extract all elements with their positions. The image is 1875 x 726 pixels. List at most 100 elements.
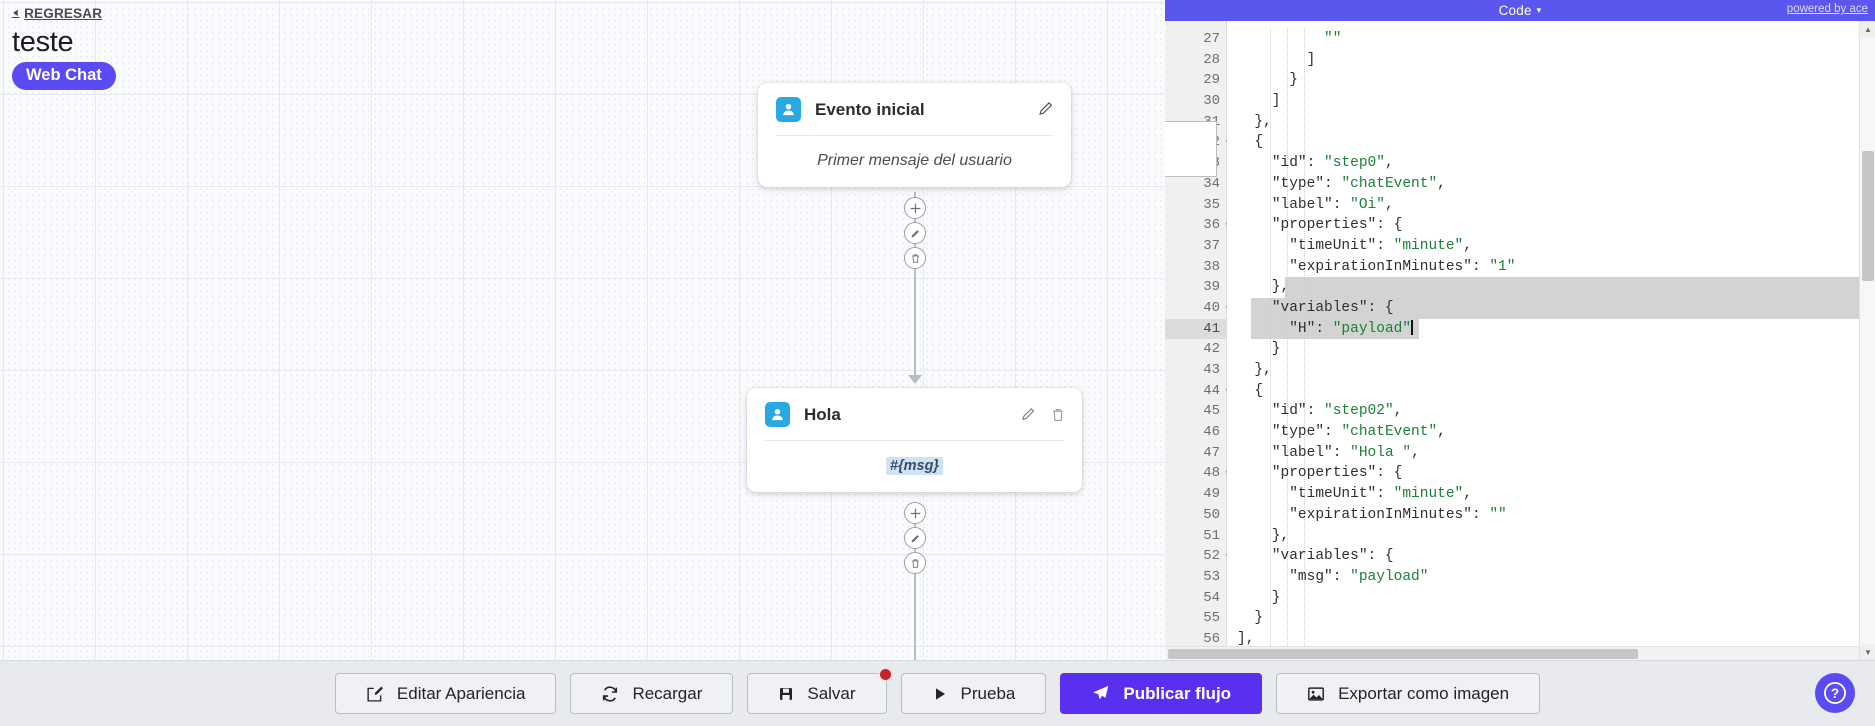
line-number[interactable]: 45 [1203,403,1220,420]
line-number[interactable]: 27 [1203,31,1220,47]
line-number[interactable]: 44▾ [1165,381,1230,402]
add-step-button-2[interactable] [904,502,926,524]
flow-node-hola[interactable]: Hola #{msg} [747,388,1082,492]
line-number[interactable]: 54 [1203,589,1220,606]
delete-connection-button-2[interactable] [904,552,926,574]
code-line[interactable]: }, [1237,113,1272,130]
code-line[interactable]: "timeUnit": "minute", [1289,486,1472,503]
edit-icon[interactable] [1021,407,1037,423]
code-line[interactable]: "id": "step0", [1271,155,1394,172]
line-number[interactable]: 47 [1203,444,1220,461]
code-line[interactable]: } [1237,341,1281,358]
code-line[interactable]: "" [1324,31,1342,47]
line-number[interactable]: 37 [1203,237,1220,254]
code-line[interactable]: "properties": { [1271,465,1403,482]
code-line[interactable]: "type": "chatEvent", [1271,175,1446,192]
code-editor-panel[interactable]: Code ▾ powered by ace 272829303132▾33343… [1165,0,1875,660]
code-line[interactable]: "label": "Hola ", [1271,444,1420,461]
code-line[interactable]: "expirationInMinutes": "" [1289,506,1507,523]
line-number[interactable]: 41 [1165,318,1226,340]
line-number[interactable]: 55 [1203,610,1220,627]
scroll-up-arrow[interactable]: ▲ [1860,21,1875,37]
trash-icon[interactable] [1050,407,1066,423]
line-number[interactable]: 28 [1203,51,1220,68]
delete-connection-button[interactable] [904,247,926,269]
code-line[interactable]: "timeUnit": "minute", [1289,237,1472,254]
code-line[interactable]: } [1237,72,1298,89]
code-line[interactable]: "label": "Oi", [1271,196,1394,213]
line-number[interactable]: 36▾ [1165,215,1230,236]
line-number[interactable]: 40▾ [1165,298,1230,319]
connector-actions-2[interactable] [904,502,926,574]
code-line[interactable]: ] [1237,93,1281,110]
code-line[interactable]: "properties": { [1271,217,1403,234]
code-line[interactable]: "id": "step02", [1271,403,1403,420]
code-line[interactable]: { [1237,134,1264,151]
code-line[interactable]: }, [1237,279,1290,296]
trash-icon [911,253,919,263]
toolbar-button-salvar[interactable]: Salvar [747,668,892,714]
line-number[interactable]: 46 [1203,424,1220,441]
toolbar-button-publicar-flujo[interactable]: Publicar flujo [1060,673,1263,714]
code-line[interactable]: "msg": "payload" [1289,568,1429,585]
code-line[interactable]: "variables": { [1271,548,1394,565]
toolbar-button-label: Recargar [632,683,703,703]
node-body: #{msg} [747,441,1082,492]
code-mode-selector[interactable]: Code ▾ [1499,3,1542,18]
line-number[interactable]: 48▾ [1165,463,1230,484]
code-line[interactable]: "variables": { [1271,299,1394,316]
toolbar-button-recargar[interactable]: Recargar [570,673,734,714]
editor-vertical-scrollbar[interactable]: ▲ ▼ [1859,21,1875,660]
line-number[interactable]: 39 [1203,279,1220,296]
node-title: Evento inicial [815,99,925,119]
line-number[interactable]: 51 [1203,527,1220,544]
flow-node-evento-inicial[interactable]: Evento inicial Primer mensaje del usuari… [758,83,1071,187]
editor-horizontal-scrollbar[interactable] [1165,646,1859,660]
code-fold-widget[interactable]: ❯ [1165,121,1217,177]
connector-actions-1[interactable] [904,197,926,269]
add-step-button[interactable] [904,197,926,219]
line-number[interactable]: 43 [1203,362,1220,378]
line-number[interactable]: 49 [1203,486,1220,503]
code-line[interactable]: } [1237,589,1281,606]
back-link[interactable]: ◄ REGRESAR [10,6,102,21]
toolbar-button-exportar-como-imagen[interactable]: Exportar como imagen [1276,673,1541,714]
edit-icon[interactable] [1038,101,1055,118]
code-line[interactable]: "expirationInMinutes": "1" [1289,258,1516,275]
code-line[interactable]: ], [1237,630,1255,647]
code-line[interactable]: ] [1237,51,1316,68]
line-number[interactable]: 53 [1203,568,1220,585]
powered-by-ace-link[interactable]: powered by ace [1786,3,1868,15]
flow-canvas[interactable]: ◄ REGRESAR teste Web Chat [0,0,1165,660]
help-button[interactable]: ? [1815,673,1855,713]
code-line[interactable]: }, [1237,362,1272,378]
line-number[interactable]: 56 [1203,630,1220,647]
code-line[interactable]: "H": "payload" [1289,319,1413,337]
line-number[interactable]: 52▾ [1165,546,1230,567]
line-number[interactable]: 30 [1203,93,1220,110]
toolbar-button-prueba[interactable]: Prueba [900,673,1047,714]
edit-connection-button[interactable] [904,222,926,244]
line-number[interactable]: 29 [1203,72,1220,89]
editor-content[interactable]: "" ] } ] }, { "id": "step0", "type": "ch… [1227,21,1875,660]
node-actions[interactable] [1038,101,1055,118]
edit-square-icon [366,685,384,703]
scroll-down-arrow[interactable]: ▼ [1860,644,1875,660]
scroll-thumb-horizontal[interactable] [1168,649,1638,659]
line-number[interactable]: 42 [1203,341,1220,358]
line-number[interactable]: 35 [1203,196,1220,213]
scroll-thumb[interactable] [1862,151,1874,281]
line-number[interactable]: 34 [1203,175,1220,192]
line-number[interactable]: 50 [1203,506,1220,523]
code-editor[interactable]: 272829303132▾33343536▾37383940▾41424344▾… [1165,21,1875,660]
code-selection-highlight [1251,298,1875,319]
line-number[interactable]: 38 [1203,258,1220,275]
node-actions[interactable] [1021,407,1066,423]
edit-connection-button-2[interactable] [904,527,926,549]
toolbar-button-editar-apariencia[interactable]: Editar Apariencia [334,673,557,714]
code-line[interactable]: }, [1237,527,1290,544]
code-line[interactable]: } [1237,610,1264,627]
code-line[interactable]: "type": "chatEvent", [1271,424,1446,441]
code-line[interactable]: { [1237,382,1264,399]
editor-gutter[interactable]: 272829303132▾33343536▾37383940▾41424344▾… [1165,21,1230,660]
